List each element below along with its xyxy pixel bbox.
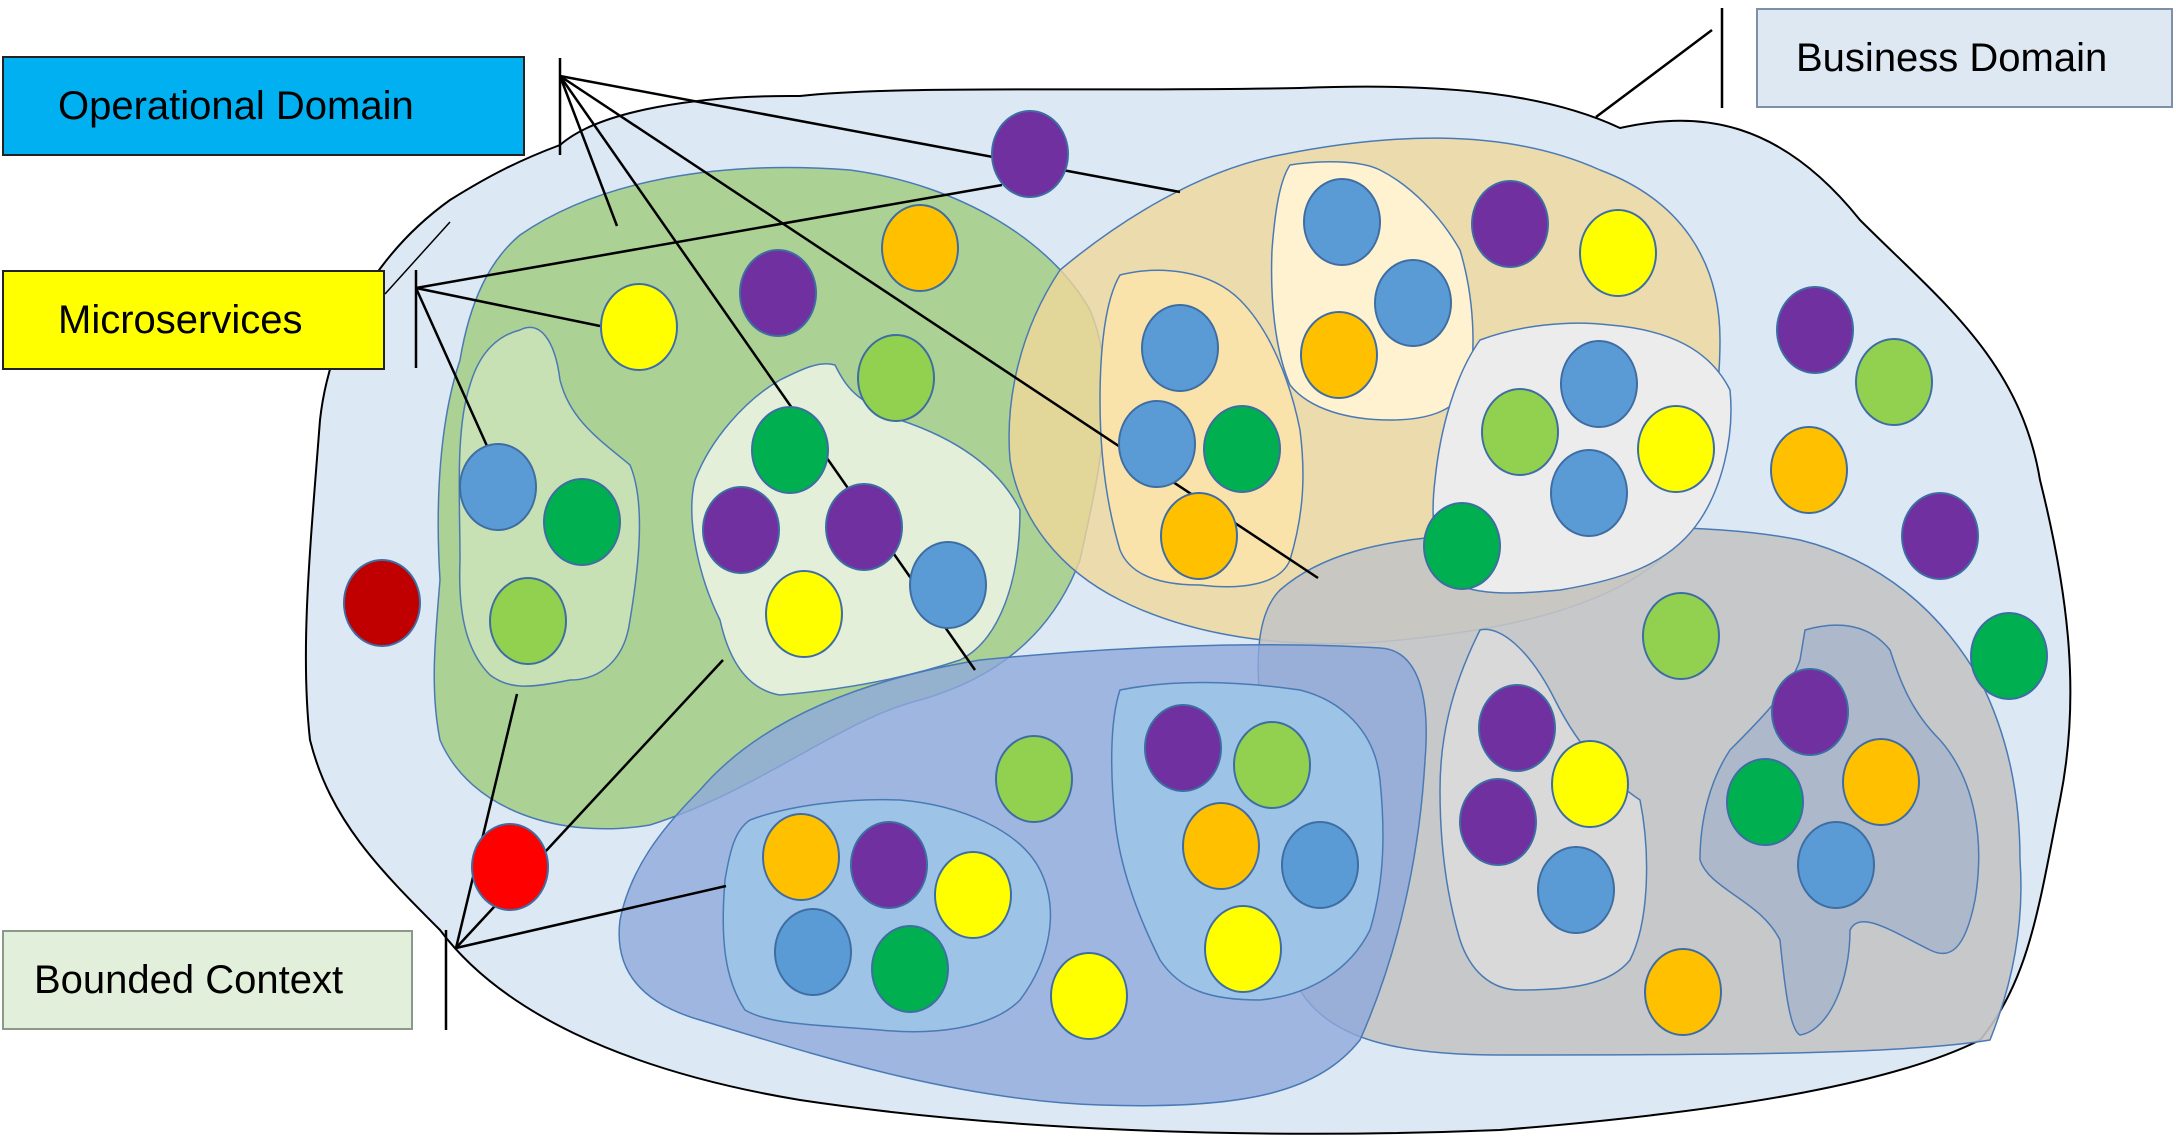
microservice-circle-purple bbox=[702, 486, 780, 574]
microservice-circle-green bbox=[1970, 612, 2048, 700]
microservice-circle-blue bbox=[1537, 846, 1615, 934]
microservice-circle-lightgreen bbox=[1855, 338, 1933, 426]
microservice-circle-darkred bbox=[343, 559, 421, 647]
bounded-context-label: Bounded Context bbox=[2, 930, 413, 1030]
microservice-circle-green bbox=[543, 478, 621, 566]
microservice-circle-orange bbox=[1842, 738, 1920, 826]
microservice-circle-purple bbox=[1771, 668, 1849, 756]
microservice-circle-purple bbox=[1478, 684, 1556, 772]
microservice-circle-blue bbox=[1303, 178, 1381, 266]
microservice-circle-green bbox=[1726, 758, 1804, 846]
microservice-circle-blue bbox=[1374, 259, 1452, 347]
microservice-circle-blue bbox=[1560, 340, 1638, 428]
microservice-circle-yellow bbox=[934, 851, 1012, 939]
microservice-circle-purple bbox=[850, 821, 928, 909]
microservice-circle-yellow bbox=[1579, 209, 1657, 297]
microservice-circle-yellow bbox=[1050, 952, 1128, 1040]
microservice-circle-lightgreen bbox=[1233, 721, 1311, 809]
microservice-circle-lightgreen bbox=[1481, 388, 1559, 476]
microservice-circle-yellow bbox=[1204, 905, 1282, 993]
microservice-circle-green bbox=[871, 925, 949, 1013]
microservice-circle-yellow bbox=[1637, 405, 1715, 493]
microservice-circle-yellow bbox=[1551, 740, 1629, 828]
microservice-circle-orange bbox=[1160, 492, 1238, 580]
microservice-circle-orange bbox=[1770, 426, 1848, 514]
microservice-circle-green bbox=[1423, 502, 1501, 590]
microservice-circle-blue bbox=[909, 541, 987, 629]
microservice-circle-blue bbox=[1281, 821, 1359, 909]
microservice-circle-green bbox=[751, 406, 829, 494]
microservice-circle-orange bbox=[762, 813, 840, 901]
microservice-circle-orange bbox=[1300, 311, 1378, 399]
microservice-circle-yellow bbox=[600, 283, 678, 371]
microservices-label: Microservices bbox=[2, 270, 385, 370]
operational-domain-label: Operational Domain bbox=[2, 56, 525, 156]
microservice-circle-purple bbox=[1901, 492, 1979, 580]
microservice-circle-purple bbox=[825, 483, 903, 571]
microservice-circle-purple bbox=[1144, 704, 1222, 792]
microservice-circle-purple bbox=[1471, 180, 1549, 268]
microservice-circle-blue bbox=[1118, 400, 1196, 488]
microservice-circle-orange bbox=[1644, 948, 1722, 1036]
microservice-circle-orange bbox=[1182, 802, 1260, 890]
microservices-layer bbox=[343, 110, 2048, 1040]
microservice-circle-lightgreen bbox=[995, 735, 1073, 823]
microservice-circle-purple bbox=[1459, 778, 1537, 866]
microservice-circle-lightgreen bbox=[1642, 592, 1720, 680]
microservice-circle-purple bbox=[991, 110, 1069, 198]
microservice-circle-red bbox=[471, 823, 549, 911]
microservice-circle-blue bbox=[1797, 821, 1875, 909]
business-domain-label: Business Domain bbox=[1756, 8, 2173, 108]
microservice-circle-blue bbox=[459, 443, 537, 531]
microservice-circle-blue bbox=[774, 908, 852, 996]
microservice-circle-lightgreen bbox=[489, 577, 567, 665]
microservice-circle-blue bbox=[1550, 449, 1628, 537]
microservice-circle-lightgreen bbox=[857, 334, 935, 422]
microservice-circle-yellow bbox=[765, 570, 843, 658]
microservice-circle-purple bbox=[1776, 286, 1854, 374]
microservice-circle-purple bbox=[739, 249, 817, 337]
microservice-circle-orange bbox=[881, 204, 959, 292]
microservice-circle-blue bbox=[1141, 304, 1219, 392]
microservice-circle-green bbox=[1203, 405, 1281, 493]
